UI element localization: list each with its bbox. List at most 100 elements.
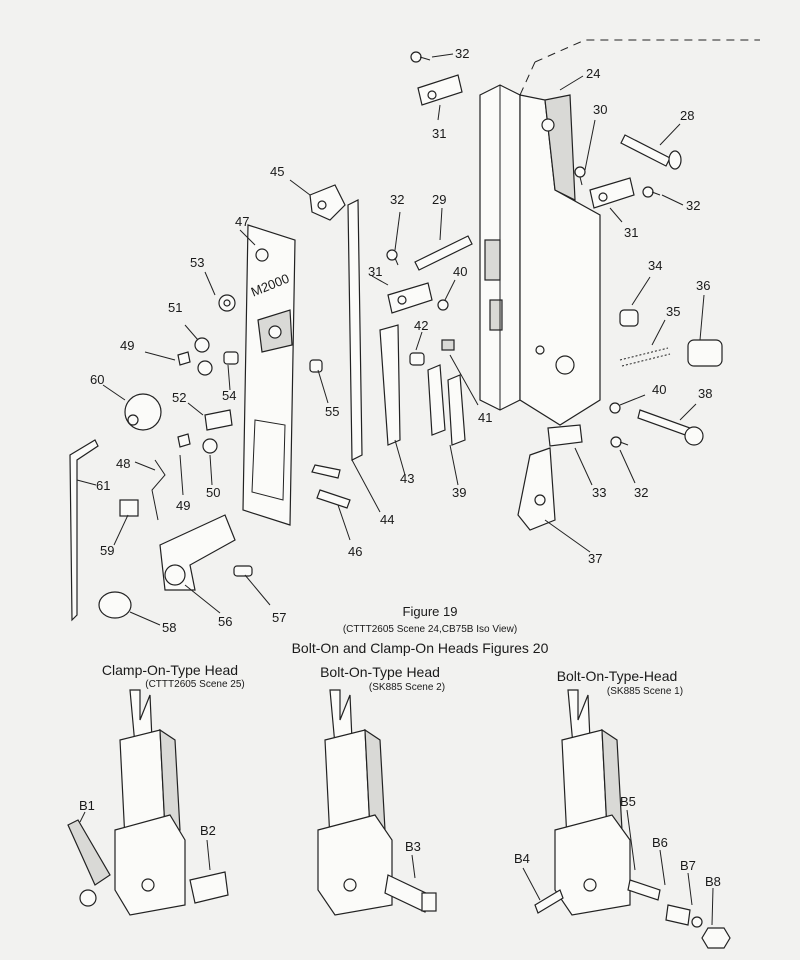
callout-53: 53: [190, 255, 204, 270]
part-24-main-body: [479, 84, 601, 426]
callout-32: 32: [390, 192, 404, 207]
part-55-stub: [309, 359, 323, 373]
part-31-plate-top: [417, 74, 463, 106]
callout-B6: B6: [652, 835, 668, 850]
head-title-clamp-on: Clamp-On-Type Head: [101, 662, 239, 678]
part-40-screw-right: [609, 402, 621, 414]
part-35-spring: [619, 347, 671, 367]
callout-40: 40: [652, 382, 666, 397]
callout-37: 37: [588, 551, 602, 566]
callout-46: 46: [348, 544, 362, 559]
callout-31: 31: [368, 264, 382, 279]
callout-32: 32: [455, 46, 469, 61]
part-40-screw-mid: [437, 299, 449, 311]
callout-48: 48: [116, 456, 130, 471]
callout-57: 57: [272, 610, 286, 625]
part-57-pad: [233, 565, 253, 577]
callout-56: 56: [218, 614, 232, 629]
callout-B7: B7: [680, 858, 696, 873]
callout-59: 59: [100, 543, 114, 558]
callout-50: 50: [206, 485, 220, 500]
callout-B2: B2: [200, 823, 216, 838]
part-30-screw: [574, 166, 586, 186]
head-subtitle-bolt-on-2: (SK885 Scene 1): [606, 686, 684, 697]
figure-19-title: Figure 19: [402, 604, 458, 619]
callout-24: 24: [586, 66, 600, 81]
part-44-long-bar: [347, 199, 363, 461]
callout-49: 49: [120, 338, 134, 353]
callout-51: 51: [168, 300, 182, 315]
callout-40: 40: [453, 264, 467, 279]
head-clamp-on: [67, 689, 229, 916]
callout-60: 60: [90, 372, 104, 387]
part-53-washer: [218, 294, 236, 312]
callout-32: 32: [686, 198, 700, 213]
callout-39: 39: [452, 485, 466, 500]
callout-31: 31: [624, 225, 638, 240]
callout-31: 31: [432, 126, 446, 141]
figure-19-subtitle: (CTTT2605 Scene 24,CB75B Iso View): [342, 624, 518, 635]
dashed-outline: [534, 39, 760, 63]
head-bolt-on-2: [534, 689, 731, 949]
callout-45: 45: [270, 164, 284, 179]
callout-B8: B8: [705, 874, 721, 889]
callout-58: 58: [162, 620, 176, 635]
part-50-washer: [202, 438, 218, 454]
part-47-front-plate: [242, 224, 296, 526]
part-48-spring: [151, 459, 166, 521]
head-bolt-on-1: [317, 689, 437, 916]
figure-20-title: Bolt-On and Clamp-On Heads Figures 20: [291, 640, 549, 656]
part-33-block: [547, 424, 583, 447]
leader-lines: [76, 53, 705, 626]
callout-28: 28: [680, 108, 694, 123]
part-32-screw-top: [410, 51, 431, 63]
head-subtitle-clamp-on: (CTTT2605 Scene 25): [145, 679, 245, 690]
callout-29: 29: [432, 192, 446, 207]
part-31-plate-right: [589, 177, 635, 209]
part-45-latch: [309, 184, 346, 221]
part-34-bushing: [619, 309, 639, 327]
callout-30: 30: [593, 102, 607, 117]
callout-B1: B1: [79, 798, 95, 813]
callout-33: 33: [592, 485, 606, 500]
callout-36: 36: [696, 278, 710, 293]
part-37-bracket: [517, 447, 556, 531]
callout-55: 55: [325, 404, 339, 419]
part-32-screw-mid: [386, 249, 399, 266]
head-leader-lines: [79, 809, 714, 926]
part-29-pin: [414, 235, 473, 271]
callout-B4: B4: [514, 851, 530, 866]
head-title-bolt-on-1: Bolt-On-Type Head: [320, 664, 440, 680]
callout-49: 49: [176, 498, 190, 513]
callout-44: 44: [380, 512, 394, 527]
callout-41: 41: [478, 410, 492, 425]
callout-B3: B3: [405, 839, 421, 854]
part-36-sleeve: [687, 339, 723, 367]
part-42-pin: [409, 352, 425, 366]
part-59-nut: [119, 499, 139, 517]
callout-43: 43: [400, 471, 414, 486]
part-44-bracket: [311, 464, 341, 479]
callout-42: 42: [414, 318, 428, 333]
callout-35: 35: [666, 304, 680, 319]
part-56-clamp: [159, 514, 236, 591]
part-46-small-bar: [316, 489, 351, 509]
callout-32: 32: [634, 485, 648, 500]
part-54-bushing: [223, 351, 239, 365]
part-38-long-screw: [637, 409, 704, 446]
head-title-bolt-on-2: Bolt-On-Type-Head: [556, 668, 678, 684]
callout-38: 38: [698, 386, 712, 401]
callout-54: 54: [222, 388, 236, 403]
part-43-rod: [379, 324, 401, 446]
part-32-screw-right: [642, 186, 661, 198]
callout-B5: B5: [620, 794, 636, 809]
part-31-plate-mid: [387, 282, 433, 314]
head-subtitle-bolt-on-1: (SK885 Scene 2): [368, 682, 446, 693]
callout-61: 61: [96, 478, 110, 493]
part-58-cylinder: [98, 591, 132, 619]
part-49-clips: [177, 351, 191, 448]
dashed-outline-drop: [519, 61, 536, 96]
callout-47: 47: [235, 214, 249, 229]
